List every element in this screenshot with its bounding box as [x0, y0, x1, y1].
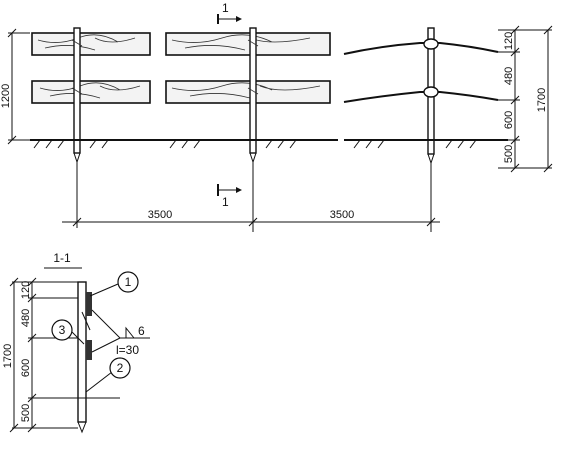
weld-length-label: l=30 [116, 343, 139, 357]
rail-board-upper-left [31, 32, 151, 56]
side-dim-2: 480 [503, 67, 515, 85]
section-rail-lower [86, 340, 92, 360]
weld-leader-lower [91, 337, 121, 353]
weld-fillet-symbol [125, 326, 135, 339]
side-view: 120 480 600 500 1700 [343, 25, 553, 173]
side-dim-4: 500 [503, 145, 515, 163]
section-mark-bottom-arrow [236, 187, 242, 193]
post-middle [249, 27, 257, 154]
rail-board-lower-left [31, 80, 151, 104]
rail-bottom-side [343, 91, 499, 103]
rail-top-side [343, 42, 499, 55]
callout-2-label: 2 [117, 361, 124, 375]
post-middle-tip [249, 152, 257, 164]
section-dim-3: 600 [20, 359, 32, 377]
side-dim-total: 1700 [536, 88, 548, 112]
post-left [73, 27, 81, 154]
section-mark-top-label: 1 [222, 1, 229, 15]
dim-span-1-label: 3500 [148, 209, 172, 221]
ground-hatch-front [33, 139, 297, 149]
ground-hatch-side [353, 139, 477, 149]
section-dim-1: 120 [20, 281, 32, 299]
callout-1-leader [89, 283, 119, 297]
callout-3-label: 3 [59, 323, 66, 337]
callout-1-circle [117, 271, 139, 293]
section-dim-total: 1700 [2, 344, 14, 368]
section-title: 1-1 [53, 251, 71, 265]
section-mark-bottom-label: 1 [222, 195, 229, 209]
section-rail-upper [86, 292, 92, 316]
section-dim-4: 500 [20, 404, 32, 422]
side-dim-1: 120 [503, 32, 515, 50]
callout-1-label: 1 [125, 275, 132, 289]
callout-2-leader [85, 371, 113, 393]
dim-height-label: 1200 [0, 84, 12, 108]
dim-span-2-label: 3500 [330, 209, 354, 221]
weld-leader-upper [91, 309, 121, 339]
wood-grain-middle [171, 34, 321, 99]
callout-3-leader [71, 331, 85, 345]
bolt-bottom-side [423, 86, 439, 98]
section-mark-top-arrow [236, 16, 242, 22]
bolt-marks [71, 39, 259, 95]
section-post-tip [77, 421, 87, 434]
side-dim-3: 600 [503, 111, 515, 129]
callout-2-circle [109, 357, 131, 379]
bolt-top-side [423, 38, 439, 50]
section-view: 1-1 120 480 600 500 1700 1 [2, 251, 150, 434]
callout-3-circle [51, 319, 73, 341]
rail-board-upper-middle [165, 32, 331, 56]
section-dim-2: 480 [20, 309, 32, 327]
post-side-tip [427, 153, 435, 165]
front-view: 1200 3500 3500 1 1 [0, 1, 440, 232]
post-left-tip [73, 152, 81, 164]
rail-board-lower-middle [165, 80, 331, 104]
section-post [77, 281, 87, 423]
weld-size-label: 6 [138, 324, 145, 338]
